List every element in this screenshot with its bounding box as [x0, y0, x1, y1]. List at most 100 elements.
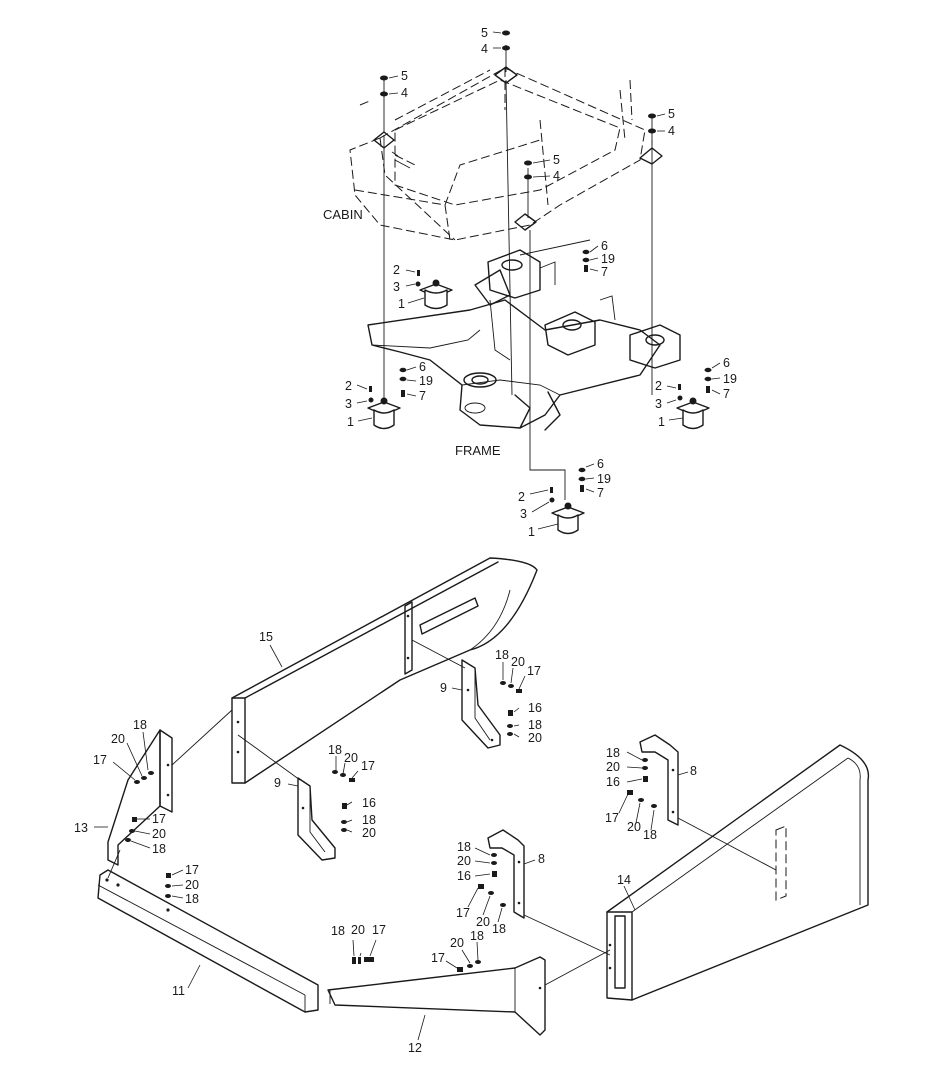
callout: 1 — [347, 415, 354, 429]
front-bumper-11 — [97, 869, 319, 1013]
callout: 5 — [553, 153, 560, 167]
callout: 3 — [345, 397, 352, 411]
callout: 18 — [643, 828, 657, 842]
callout: 4 — [401, 86, 408, 100]
callout: 13 — [74, 821, 88, 835]
callout: 20 — [476, 915, 490, 929]
mount-assembly-2 — [367, 397, 401, 430]
callout: 6 — [597, 457, 604, 471]
callout: 6 — [419, 360, 426, 374]
mount-assembly-1 — [419, 279, 453, 310]
bracket-9-lower — [297, 770, 355, 861]
bracket-8-lower — [478, 829, 525, 919]
rear-section-12 — [327, 956, 546, 1036]
callout: 16 — [528, 701, 542, 715]
part-callouts: 5 4 5 4 5 4 5 4 6 19 7 2 3 1 6 19 7 2 3 … — [74, 26, 737, 1055]
callout: 5 — [401, 69, 408, 83]
callout: 7 — [601, 265, 608, 279]
callout: 2 — [655, 379, 662, 393]
callout: 17 — [456, 906, 470, 920]
callout: 20 — [627, 820, 641, 834]
callout: 20 — [457, 854, 471, 868]
callout: 18 — [328, 743, 342, 757]
callout: 7 — [723, 387, 730, 401]
callout: 19 — [601, 252, 615, 266]
callout: 17 — [372, 923, 386, 937]
callout: 9 — [440, 681, 447, 695]
callout: 8 — [538, 852, 545, 866]
callout: 18 — [457, 840, 471, 854]
callout: 16 — [362, 796, 376, 810]
callout: 14 — [617, 873, 631, 887]
callout: 12 — [408, 1041, 422, 1055]
callout: 18 — [606, 746, 620, 760]
bracket-8-upper — [627, 734, 679, 826]
alignment-lines — [383, 45, 653, 500]
callout: 20 — [528, 731, 542, 745]
frame-label: FRAME — [455, 443, 501, 458]
assembly-lines — [107, 639, 777, 986]
callout: 1 — [398, 297, 405, 311]
cabin-mount-pads — [373, 66, 663, 231]
callout: 18 — [152, 842, 166, 856]
callout: 18 — [133, 718, 147, 732]
callout: 20 — [606, 760, 620, 774]
callout: 16 — [457, 869, 471, 883]
callout: 4 — [481, 42, 488, 56]
callout: 2 — [518, 490, 525, 504]
callout: 7 — [597, 486, 604, 500]
hardware-top — [368, 30, 712, 503]
frame-structure — [367, 249, 681, 431]
callout: 15 — [259, 630, 273, 644]
callout: 1 — [658, 415, 665, 429]
callout: 18 — [492, 922, 506, 936]
callout: 17 — [93, 753, 107, 767]
callout: 20 — [344, 751, 358, 765]
callout: 19 — [597, 472, 611, 486]
callout: 16 — [606, 775, 620, 789]
callout: 3 — [393, 280, 400, 294]
callout: 20 — [111, 732, 125, 746]
leader-lines — [94, 31, 721, 1041]
callout: 20 — [450, 936, 464, 950]
callout: 18 — [331, 924, 345, 938]
callout: 20 — [185, 878, 199, 892]
area-labels: CABIN FRAME — [323, 207, 501, 458]
callout: 9 — [274, 776, 281, 790]
callout: 4 — [668, 124, 675, 138]
callout: 11 — [172, 984, 185, 998]
callout: 2 — [393, 263, 400, 277]
callout: 8 — [690, 764, 697, 778]
callout: 2 — [345, 379, 352, 393]
callout: 17 — [527, 664, 541, 678]
callout: 19 — [419, 374, 433, 388]
mount-assembly-4 — [551, 502, 585, 535]
cabin-label: CABIN — [323, 207, 363, 222]
callout: 18 — [470, 929, 484, 943]
callout: 17 — [431, 951, 445, 965]
callout: 7 — [419, 389, 426, 403]
callout: 1 — [528, 525, 535, 539]
callout: 17 — [361, 759, 375, 773]
callout: 20 — [362, 826, 376, 840]
side-panel-15 — [231, 557, 538, 784]
callout: 17 — [605, 811, 619, 825]
callout: 20 — [152, 827, 166, 841]
callout: 6 — [723, 356, 730, 370]
callout: 18 — [528, 718, 542, 732]
callout: 20 — [511, 655, 525, 669]
callout: 17 — [185, 863, 199, 877]
callout: 5 — [481, 26, 488, 40]
callout: 5 — [668, 107, 675, 121]
side-panel-14 — [606, 744, 870, 1001]
callout: 19 — [723, 372, 737, 386]
callout: 6 — [601, 239, 608, 253]
callout: 18 — [185, 892, 199, 906]
mount-assembly-3 — [676, 397, 710, 430]
cabin-outline — [349, 67, 646, 241]
callout: 3 — [655, 397, 662, 411]
callout: 18 — [495, 648, 509, 662]
callout: 4 — [553, 169, 560, 183]
